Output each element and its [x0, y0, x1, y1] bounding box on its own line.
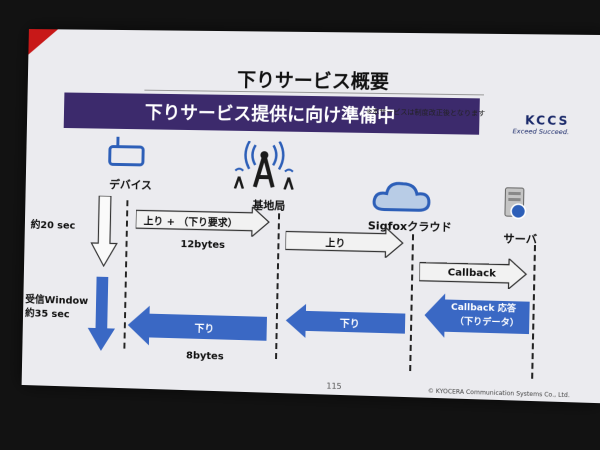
uplink-label: 上り: [325, 226, 346, 256]
uplink-request-label: 上り + （下り要求）: [143, 205, 237, 237]
uplink-size-label: 12bytes: [180, 239, 225, 251]
downlink-size-label: 8bytes: [186, 350, 224, 362]
callback-response-arrow: Callback 応答 （下りデータ）: [424, 293, 531, 340]
server-icon: [500, 186, 531, 223]
uplink-request-arrow: 上り + （下り要求）: [136, 204, 271, 237]
device-icon: [104, 135, 150, 169]
callback-response-label-line1: Callback 応答: [451, 300, 516, 315]
server-lifeline: [531, 245, 536, 379]
downlink-cloud-label: 下り: [339, 305, 360, 340]
uplink-arrow: 上り: [285, 225, 404, 258]
callback-arrow: Callback: [419, 257, 527, 290]
logo-name: KCCS: [513, 113, 570, 128]
downlink-station-arrow: 下り: [127, 305, 268, 349]
antenna-tower-icon: [229, 141, 300, 190]
wait-arrow: [90, 196, 119, 268]
cloud-lifeline: [409, 234, 414, 371]
wait-time-label: 約20 sec: [31, 216, 76, 232]
slide-note: ※本サービスは制度改正後となります: [366, 107, 485, 119]
actor-label-device: デバイス: [109, 176, 152, 193]
presentation-slide: 下りサービス概要 下りサービス提供に向け準備中 ※本サービスは制度改正後となりま…: [22, 29, 600, 403]
downlink-station-label: 下り: [194, 307, 215, 347]
logo-tagline: Exceed Succeed.: [512, 127, 569, 136]
company-logo: KCCS Exceed Succeed.: [512, 113, 569, 136]
downlink-cloud-arrow: 下り: [285, 303, 406, 340]
actor-label-server: サーバ: [503, 230, 537, 247]
cloud-icon: [370, 177, 433, 214]
red-corner-decoration: [28, 29, 58, 55]
receive-window-arrow: [86, 276, 117, 352]
receive-window-label-line2: 約35 sec: [25, 304, 70, 320]
page-number: 115: [326, 382, 341, 391]
banner-text: 下りサービス提供に向け準備中: [145, 99, 396, 129]
callback-label: Callback: [447, 257, 496, 288]
callback-response-label-line2: （下りデータ）: [455, 314, 519, 329]
copyright-notice: © KYOCERA Communication Systems Co., Ltd…: [428, 388, 570, 399]
base-station-lifeline: [275, 213, 280, 359]
